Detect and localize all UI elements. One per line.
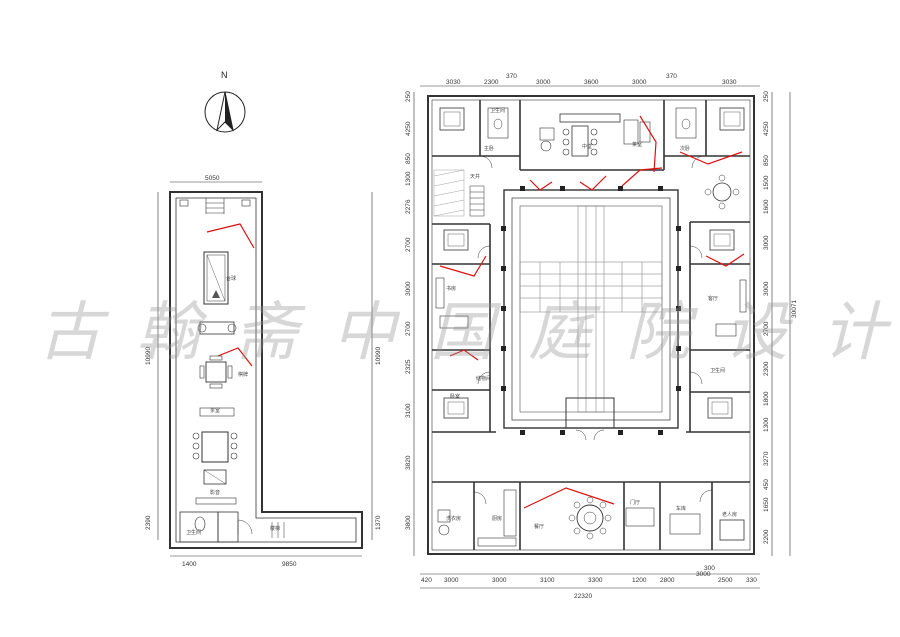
rdim-right-9: 1800 xyxy=(763,391,770,406)
rdim-right-4: 1600 xyxy=(763,199,770,214)
room-study: 书房 xyxy=(446,285,456,292)
rdim-right-13: 1650 xyxy=(763,497,770,512)
rdim-bottom-1: 3000 xyxy=(444,577,459,584)
rdim-right-0: 250 xyxy=(763,91,770,102)
left-dim-bottom-b: 9850 xyxy=(282,561,297,568)
room-tea: 茶室 xyxy=(632,141,642,148)
left-dim-left: 10990 xyxy=(145,347,152,365)
room-master: 主卧 xyxy=(484,145,494,152)
rdim-right-12: 450 xyxy=(763,479,770,490)
room-second: 次卧 xyxy=(680,145,690,152)
rdim-top-1: 2300 xyxy=(484,79,499,86)
rdim-right-2: 850 xyxy=(763,155,770,166)
rdim-left-9: 3100 xyxy=(405,403,412,418)
left-dim-right-b: 1370 xyxy=(375,515,382,530)
left-room-stair: 楼梯 xyxy=(270,525,280,532)
rdim-left-8: 2325 xyxy=(405,359,412,374)
left-dim-left-b: 2390 xyxy=(145,515,152,530)
rdim-top-7: 3030 xyxy=(722,79,737,86)
rdim-left-5: 2700 xyxy=(405,237,412,252)
rdim-bottom-8: 2500 xyxy=(718,577,733,584)
left-room-av: 影音 xyxy=(210,489,220,496)
room-patio: 天井 xyxy=(470,173,480,180)
rdim-left-3: 1300 xyxy=(405,171,412,186)
rdim-bottom-7: 3000 xyxy=(696,571,711,578)
left-dim-top: 5050 xyxy=(205,175,220,182)
rdim-top-4: 3600 xyxy=(584,79,599,86)
left-plan: 5050 10990 10990 1400 9850 2390 1370 xyxy=(145,175,382,568)
rdim-right-1: 4250 xyxy=(763,121,770,136)
left-room-billiard: 台球 xyxy=(226,275,236,282)
rdim-bottom-4: 3300 xyxy=(588,577,603,584)
rdim-right-8: 2300 xyxy=(763,361,770,376)
rdim-left-0: 250 xyxy=(405,91,412,102)
rdim-top-5: 3000 xyxy=(632,79,647,86)
north-arrow-icon: N xyxy=(204,70,246,133)
room-garage: 车库 xyxy=(676,505,686,512)
rdim-total-width: 22320 xyxy=(574,593,592,600)
left-room-tea: 茶室 xyxy=(210,407,220,414)
north-label: N xyxy=(221,70,228,80)
room-laundry: 洗衣房 xyxy=(446,515,461,522)
rdim-left-2: 850 xyxy=(405,153,412,164)
rdim-bottom-3: 3100 xyxy=(540,577,555,584)
rdim-top-0: 3030 xyxy=(446,79,461,86)
rdim-bottom-6: 2800 xyxy=(660,577,675,584)
rdim-bottom-5: 1200 xyxy=(632,577,647,584)
left-dim-right: 10990 xyxy=(375,347,382,365)
rdim-left-4: 2276 xyxy=(405,199,412,214)
room-wc-1: 卫生间 xyxy=(490,107,505,114)
room-kitchen: 厨房 xyxy=(492,515,502,522)
room-living: 客厅 xyxy=(708,295,718,302)
rdim-left-1: 4250 xyxy=(405,121,412,136)
room-wc-2: 卫生间 xyxy=(710,367,725,374)
rdim-top-3: 3000 xyxy=(536,79,551,86)
rdim-bottom-2: 3000 xyxy=(492,577,507,584)
rdim-left-11: 3800 xyxy=(405,515,412,530)
room-main-hall: 中堂 xyxy=(582,143,592,150)
rdim-top-6: 370 xyxy=(666,73,677,80)
room-elder: 老人房 xyxy=(722,511,737,518)
room-dining: 餐厅 xyxy=(534,523,544,530)
watermark-text: 古翰斋中国庭院设计 xyxy=(38,296,900,370)
rdim-bottom-0: 420 xyxy=(421,577,432,584)
room-bed: 卧室 xyxy=(450,393,460,400)
room-foyer: 门厅 xyxy=(630,499,640,506)
rdim-right-5: 3000 xyxy=(763,235,770,250)
rdim-left-7: 2700 xyxy=(405,321,412,336)
rdim-right-11: 3270 xyxy=(763,451,770,466)
room-storage: 储物间 xyxy=(476,375,491,382)
rdim-right-3: 1500 xyxy=(763,175,770,190)
rdim-top-2: 370 xyxy=(506,73,517,80)
rdim-left-6: 3000 xyxy=(405,281,412,296)
rdim-right-10: 1300 xyxy=(763,417,770,432)
left-room-chess: 棋牌 xyxy=(238,371,248,378)
rdim-bottom-9: 330 xyxy=(746,577,757,584)
rdim-right-6: 3000 xyxy=(763,281,770,296)
rdim-bottom-extra: 300 xyxy=(704,565,715,572)
left-room-wc: 卫生间 xyxy=(186,529,201,536)
left-dim-bottom-a: 1400 xyxy=(182,561,197,568)
rdim-left-10: 3820 xyxy=(405,455,412,470)
rdim-right-14: 2200 xyxy=(763,529,770,544)
rdim-total-height: 30071 xyxy=(791,300,798,318)
rdim-right-7: 2700 xyxy=(763,321,770,336)
right-plan: 3030 2300 370 3000 3600 3000 370 3030 25… xyxy=(405,73,798,600)
